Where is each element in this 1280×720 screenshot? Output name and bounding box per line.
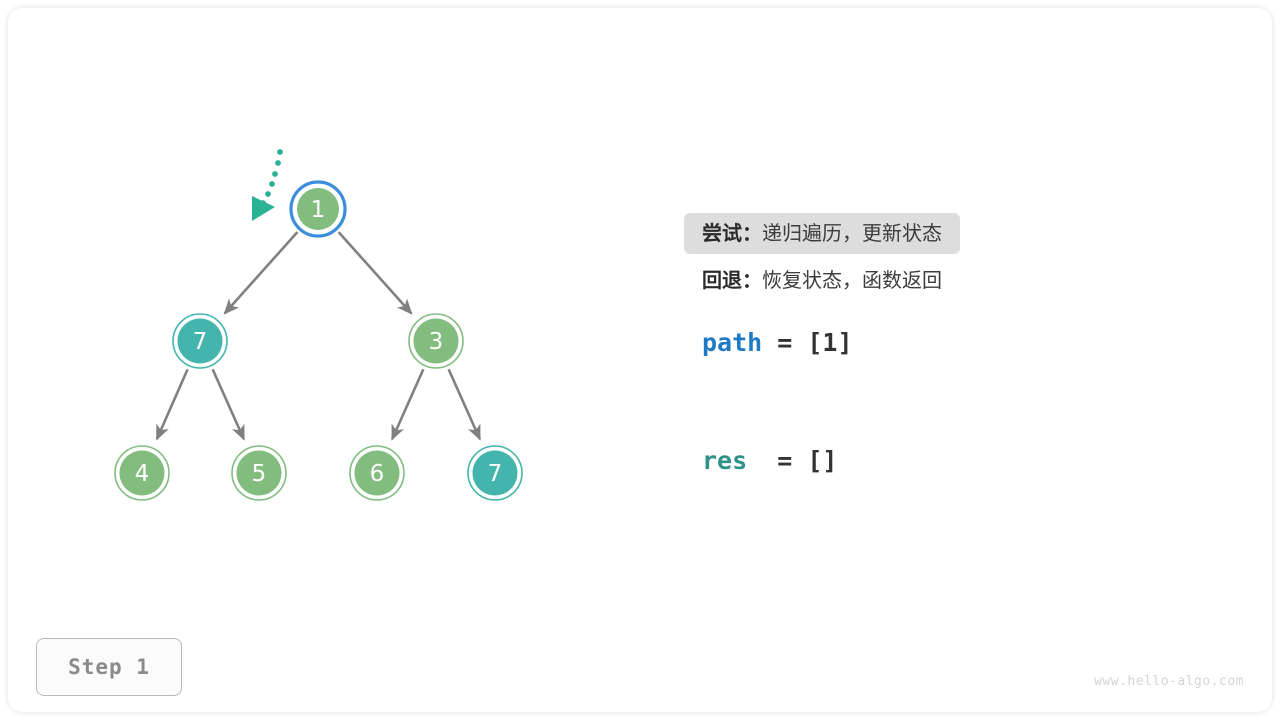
node-value-label: 6 bbox=[370, 461, 385, 487]
tree-edge bbox=[447, 368, 482, 441]
node-fill bbox=[177, 318, 223, 364]
node-fill bbox=[119, 450, 165, 496]
tree-node: 6 bbox=[349, 445, 405, 501]
pointer-trail-dot bbox=[272, 171, 278, 177]
tree-edge bbox=[223, 231, 299, 315]
node-fill bbox=[413, 318, 459, 364]
path-variable-name: path bbox=[702, 328, 763, 357]
tree-node: 3 bbox=[408, 313, 464, 369]
path-variable-line: path = [1] bbox=[702, 328, 853, 357]
tree-edges bbox=[155, 231, 482, 441]
tree-node: 1 bbox=[289, 180, 347, 238]
node-fill bbox=[236, 450, 282, 496]
hint-back-value: 恢复状态，函数返回 bbox=[762, 268, 942, 292]
tree-node: 5 bbox=[231, 445, 287, 501]
step-badge-label: Step 1 bbox=[68, 655, 150, 679]
node-outer-ring bbox=[349, 445, 405, 501]
node-value-label: 5 bbox=[252, 461, 267, 487]
hint-try-value: 递归遍历，更新状态 bbox=[762, 221, 942, 245]
node-outer-ring bbox=[289, 180, 347, 238]
tree-edge bbox=[390, 368, 425, 441]
node-value-label: 7 bbox=[193, 329, 208, 355]
res-variable-value: [] bbox=[807, 446, 838, 475]
step-badge: Step 1 bbox=[36, 638, 182, 696]
tree-edge bbox=[211, 368, 246, 441]
node-value-label: 7 bbox=[488, 461, 503, 487]
node-value-label: 3 bbox=[429, 329, 444, 355]
res-variable-name: res bbox=[702, 446, 748, 475]
node-outer-ring bbox=[408, 313, 464, 369]
pointer-trail-dot bbox=[277, 149, 283, 155]
hint-back-key: 回退： bbox=[702, 268, 762, 292]
tree-node: 7 bbox=[467, 445, 523, 501]
state-info-panel: 尝试：递归遍历，更新状态 回退：恢复状态，函数返回 bbox=[684, 213, 1224, 301]
recursion-pointer-icon bbox=[252, 149, 283, 221]
pointer-trail-dot bbox=[275, 160, 281, 166]
node-outer-ring bbox=[114, 445, 170, 501]
node-fill bbox=[472, 450, 518, 496]
hint-try-row: 尝试：递归遍历，更新状态 bbox=[684, 213, 960, 254]
res-equals: = bbox=[747, 446, 808, 475]
node-outer-ring bbox=[231, 445, 287, 501]
site-watermark: www.hello-algo.com bbox=[1094, 674, 1244, 689]
tree-node: 7 bbox=[172, 313, 228, 369]
node-outer-ring bbox=[172, 313, 228, 369]
tree-edge bbox=[337, 231, 413, 315]
tree-edge bbox=[155, 368, 189, 441]
node-value-label: 4 bbox=[135, 461, 150, 487]
node-fill bbox=[354, 450, 400, 496]
hint-try-key: 尝试： bbox=[702, 221, 762, 245]
pointer-trail-dot bbox=[265, 191, 271, 197]
res-variable-line: res = [] bbox=[702, 446, 837, 475]
node-outer-ring bbox=[467, 445, 523, 501]
pointer-arrow-icon bbox=[252, 196, 275, 221]
path-equals: = bbox=[762, 328, 808, 357]
node-value-label: 1 bbox=[311, 197, 326, 223]
pointer-trail-dot bbox=[269, 181, 275, 187]
tree-nodes: 1 7 3 4 5 6 7 bbox=[114, 180, 523, 501]
node-fill bbox=[297, 188, 339, 230]
hint-back-row: 回退：恢复状态，函数返回 bbox=[684, 260, 960, 301]
tree-node: 4 bbox=[114, 445, 170, 501]
path-variable-value: [1] bbox=[807, 328, 853, 357]
